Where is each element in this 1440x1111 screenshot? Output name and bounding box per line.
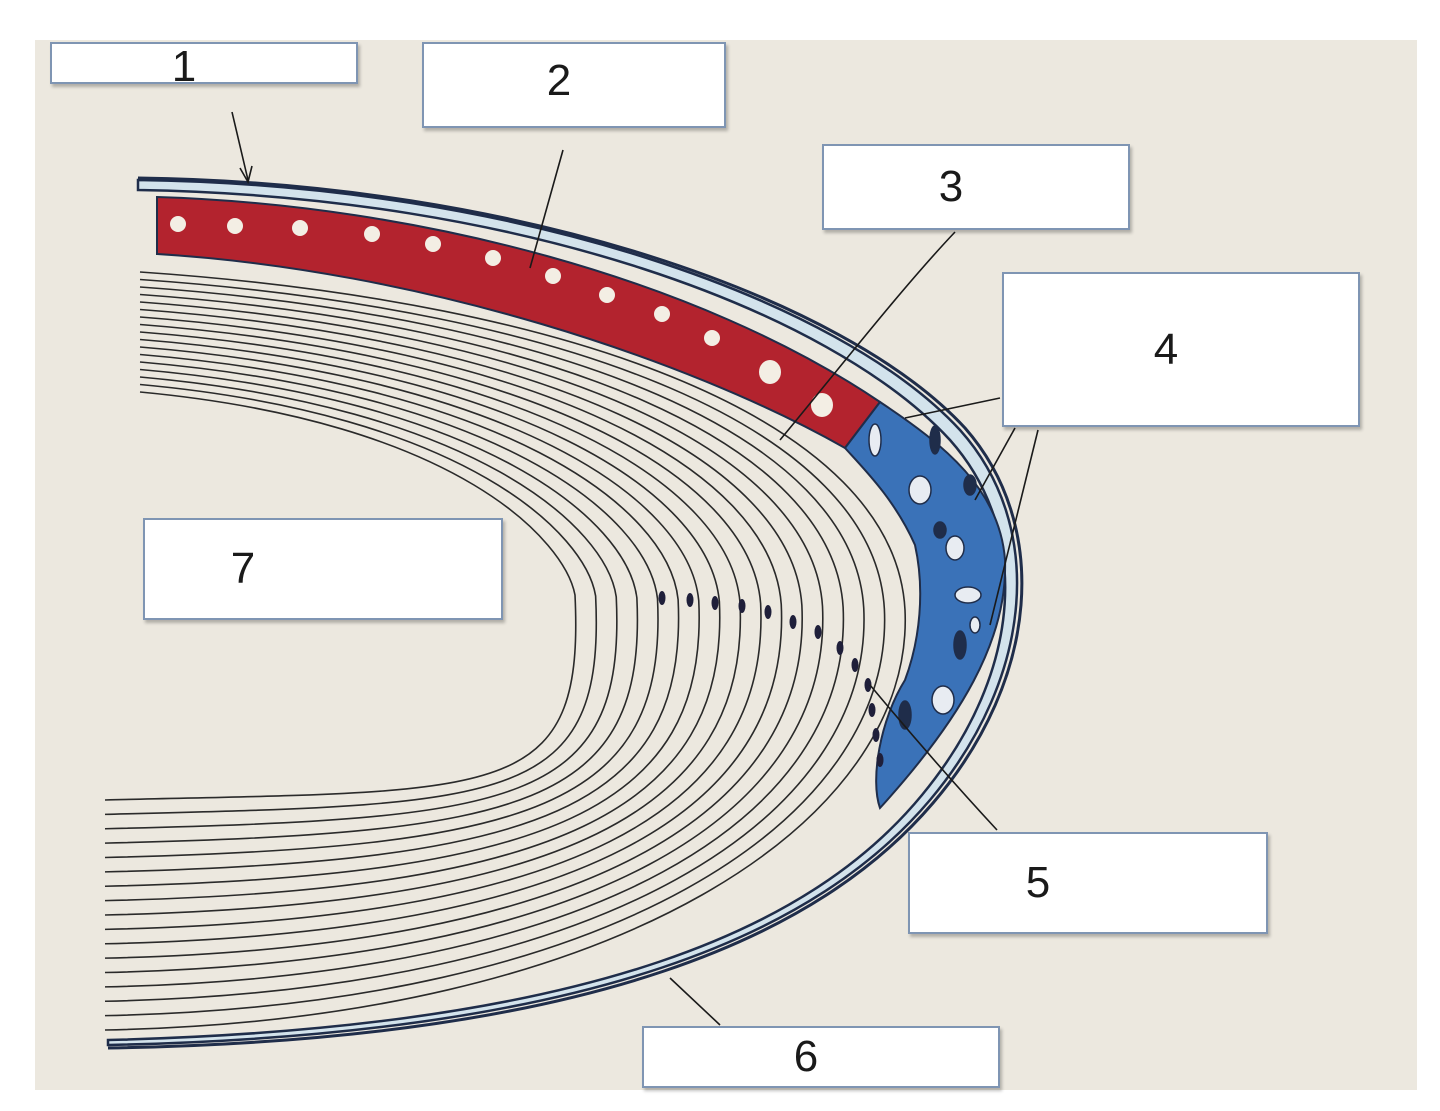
- fiber-line: [104, 323, 762, 931]
- fiber-line: [104, 293, 845, 988]
- fiber-line: [104, 346, 700, 888]
- fiber-line: [104, 361, 659, 859]
- capsule-outer-line: [107, 176, 1024, 1050]
- fiber-line: [104, 271, 906, 1031]
- red-nucleus: [654, 306, 670, 322]
- red-nucleus: [545, 268, 561, 284]
- leader-line-4c: [989, 429, 1039, 626]
- nuclear-bow-dots: [658, 591, 884, 767]
- bow-dot: [814, 625, 822, 639]
- red-nucleus: [170, 216, 186, 232]
- bow-dot: [872, 728, 880, 742]
- leader-line-3: [779, 231, 956, 441]
- label-text-4: 4: [1153, 324, 1179, 374]
- bow-dot: [686, 593, 694, 607]
- red-nucleus: [485, 250, 501, 266]
- label-text-2: 2: [546, 56, 572, 105]
- fiber-line: [104, 301, 824, 974]
- label-text-3: 3: [938, 162, 964, 211]
- leader-line-4a: [904, 397, 1001, 419]
- red-layer-nuclei: [170, 216, 833, 417]
- fiber-line: [104, 316, 783, 945]
- red-nucleus: [425, 236, 441, 252]
- red-nucleus: [364, 226, 380, 242]
- label-text-6: 6: [793, 1032, 819, 1081]
- blue-cell-nucleus: [933, 521, 947, 539]
- blue-cell-nucleus: [908, 475, 932, 505]
- fiber-line: [104, 286, 865, 1003]
- blue-cell-nucleus: [954, 586, 982, 604]
- red-nucleus: [759, 360, 781, 384]
- fiber-line: [104, 278, 886, 1017]
- bow-dot: [836, 641, 844, 655]
- bow-dot: [764, 605, 772, 619]
- leader-line-2: [529, 149, 564, 269]
- label-box-1[interactable]: 1: [50, 42, 358, 90]
- blue-cell-nucleus: [963, 474, 977, 496]
- blue-cell-nucleus: [931, 685, 955, 715]
- bow-dot: [851, 658, 859, 672]
- fiber-line: [104, 368, 639, 844]
- bow-dot: [658, 591, 666, 605]
- red-nucleus: [811, 393, 833, 417]
- bow-dot: [864, 678, 872, 692]
- blue-cell-nucleus: [929, 425, 941, 455]
- label-box-3[interactable]: 3: [822, 144, 1130, 230]
- fiber-line: [104, 353, 680, 873]
- blue-zone-cell-nuclei: [868, 423, 982, 730]
- red-nucleus: [227, 218, 243, 234]
- label-text-7: 7: [230, 544, 256, 593]
- red-nucleus: [599, 287, 615, 303]
- bow-dot: [876, 753, 884, 767]
- leader-line-5: [869, 684, 998, 831]
- label-box-7[interactable]: 7: [143, 518, 503, 620]
- label-box-5[interactable]: 5: [908, 832, 1268, 934]
- label-text-5: 5: [1025, 858, 1051, 907]
- fiber-line: [104, 383, 598, 816]
- fiber-line: [104, 338, 721, 902]
- leader-line-6: [669, 977, 721, 1026]
- fiber-line: [104, 376, 618, 830]
- bow-dot: [789, 615, 797, 629]
- leader-lines: [231, 111, 1039, 1026]
- label-box-2[interactable]: 2: [422, 42, 726, 128]
- fiber-line: [104, 308, 803, 959]
- bow-dot: [711, 596, 719, 610]
- red-nucleus: [292, 220, 308, 236]
- blue-cell-nucleus: [868, 423, 882, 457]
- blue-cell-nucleus: [945, 535, 965, 561]
- lens-fibers: [104, 271, 906, 1031]
- label-box-4[interactable]: 4: [1002, 272, 1360, 427]
- blue-cell-nucleus: [969, 616, 981, 634]
- red-nucleus: [704, 330, 720, 346]
- label-text-1: 1: [171, 42, 197, 91]
- leader-line-1: [231, 111, 249, 181]
- blue-cell-nucleus: [953, 630, 967, 660]
- bow-dot: [738, 599, 746, 613]
- leader-line-1-arrow: [239, 165, 253, 185]
- blue-equatorial-zone: [843, 400, 1007, 810]
- bow-dot: [868, 703, 876, 717]
- blue-cell-nucleus: [898, 700, 912, 730]
- leader-line-4b: [974, 427, 1016, 501]
- label-box-6[interactable]: 6: [642, 1026, 1000, 1088]
- capsule-band: [106, 178, 1019, 1047]
- fiber-line: [104, 391, 577, 801]
